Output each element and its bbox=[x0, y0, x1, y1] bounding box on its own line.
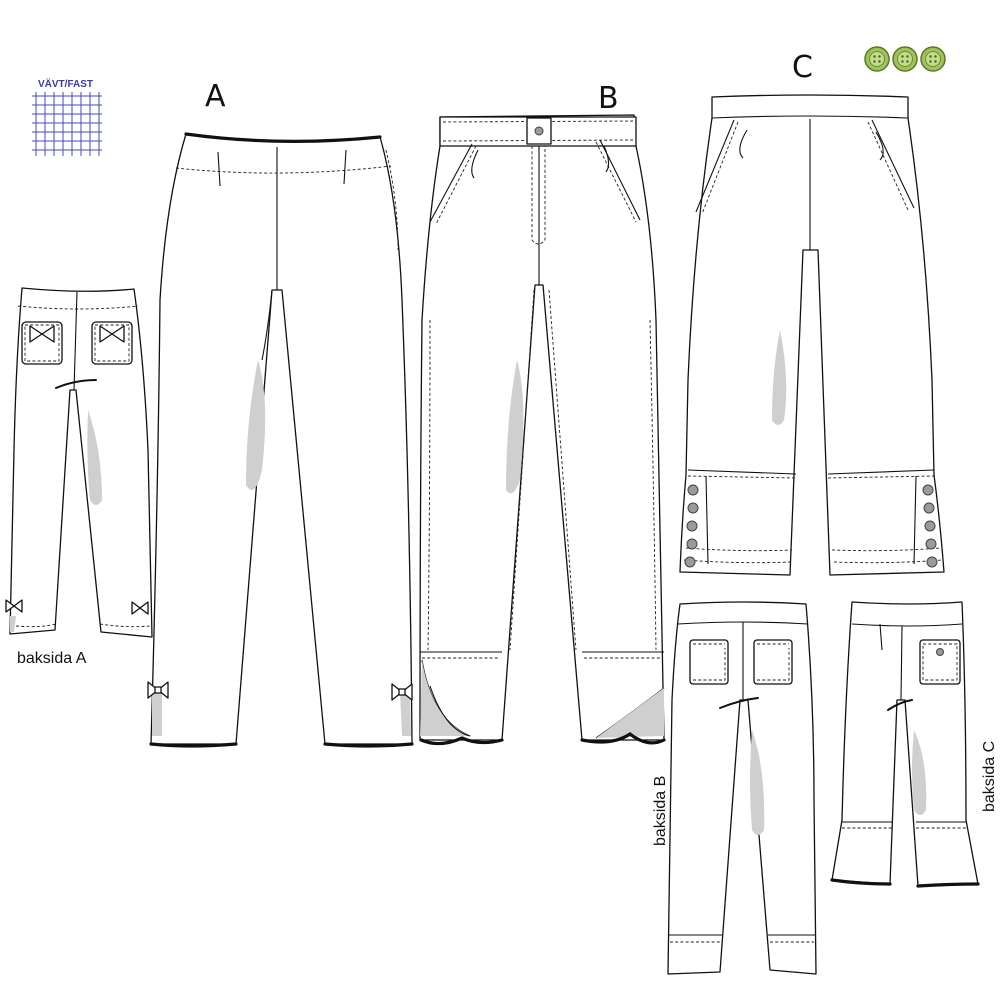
fold-shading bbox=[246, 360, 266, 490]
back-pocket bbox=[753, 639, 793, 685]
back-pocket bbox=[91, 321, 133, 365]
view-a-label: A bbox=[205, 79, 226, 114]
back-pocket bbox=[21, 321, 63, 365]
view-c-back: baksida C bbox=[830, 601, 998, 888]
button-icon bbox=[936, 648, 944, 656]
trouser-c-outline bbox=[679, 94, 945, 576]
green-button-icon bbox=[892, 46, 918, 72]
green-button-icon bbox=[864, 46, 890, 72]
trouser-a-back-outline bbox=[9, 287, 153, 638]
view-a-back: baksida A bbox=[5, 287, 153, 667]
view-b-label: B bbox=[598, 81, 619, 116]
back-pocket bbox=[689, 639, 729, 685]
back-pocket bbox=[919, 639, 961, 685]
view-c-back-label: baksida C bbox=[981, 741, 998, 812]
trouser-a-outline bbox=[150, 133, 413, 745]
bow-icon bbox=[5, 599, 23, 613]
view-b-front: B bbox=[419, 81, 666, 746]
fabric-swatch: VÄVT/FAST bbox=[32, 77, 102, 156]
fabric-grid-icon bbox=[32, 92, 102, 156]
fabric-type-label: VÄVT/FAST bbox=[38, 77, 93, 90]
bow-icon bbox=[147, 681, 169, 699]
bow-icon bbox=[131, 601, 149, 615]
view-a-back-label: baksida A bbox=[17, 650, 87, 667]
view-a-front: A bbox=[147, 79, 414, 748]
view-c-front: C bbox=[679, 50, 945, 576]
button-icon bbox=[534, 126, 544, 136]
view-c-label: C bbox=[792, 50, 813, 85]
waistband-a-edge bbox=[184, 132, 382, 143]
bow-icon bbox=[29, 325, 55, 343]
view-b-back-label: baksida B bbox=[652, 776, 669, 846]
bow-icon bbox=[99, 325, 125, 343]
bow-icon bbox=[391, 683, 413, 701]
buttons-notion bbox=[864, 46, 946, 72]
trouser-b-outline bbox=[419, 114, 665, 741]
green-button-icon bbox=[920, 46, 946, 72]
view-b-back: baksida B bbox=[652, 601, 817, 975]
